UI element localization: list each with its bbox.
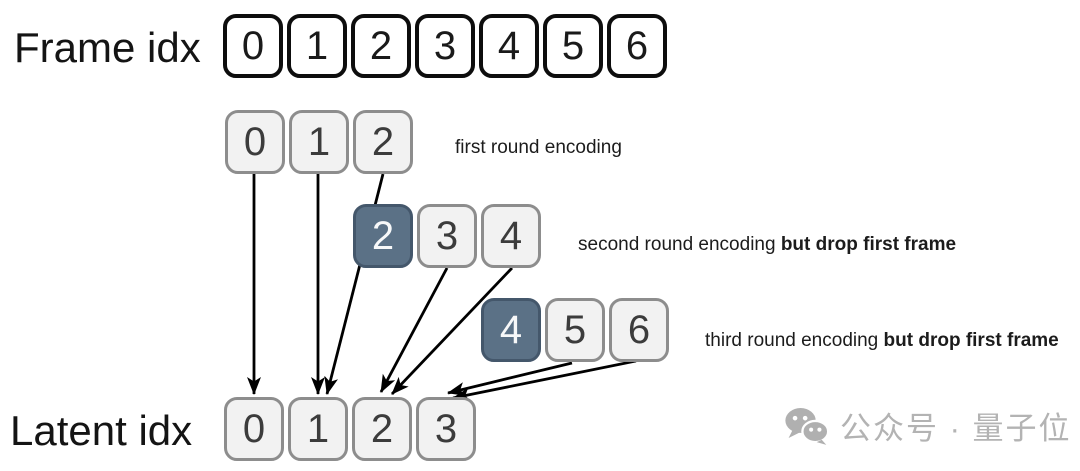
round-2-caption-bold: but drop first frame xyxy=(780,234,957,255)
latent-idx-row: 0 1 2 3 xyxy=(224,397,476,461)
frame-idx-label: Frame idx xyxy=(14,24,201,71)
round-1-box-0: 0 xyxy=(225,110,285,174)
frame-box-2: 2 xyxy=(351,14,411,78)
arrow-round2-frame-3-to-latent-2 xyxy=(379,267,449,393)
round-1-caption-normal: first round encoding xyxy=(455,137,622,158)
round-2-box-1: 3 xyxy=(417,204,477,268)
round-2-row: 2 3 4 xyxy=(353,204,541,268)
round-3-box-1: 5 xyxy=(545,298,605,362)
round-3-row: 4 5 6 xyxy=(481,298,669,362)
frame-box-1: 1 xyxy=(287,14,347,78)
frame-box-0: 0 xyxy=(223,14,283,78)
round-3-caption: third round encoding but drop first fram… xyxy=(705,330,1059,352)
latent-box-3: 3 xyxy=(416,397,476,461)
round-1-row: 0 1 2 xyxy=(225,110,413,174)
latent-box-2: 2 xyxy=(352,397,412,461)
frame-box-5: 5 xyxy=(543,14,603,78)
wechat-icon xyxy=(784,406,830,446)
round-3-caption-bold: but drop first frame xyxy=(883,330,1059,351)
round-1-caption: first round encoding xyxy=(455,137,622,159)
watermark: 公众号 · 量子位 xyxy=(784,403,1072,448)
frame-box-6: 6 xyxy=(607,14,667,78)
round-2-caption: second round encoding but drop first fra… xyxy=(578,234,956,256)
round-3-caption-normal: third round encoding xyxy=(705,330,884,351)
latent-box-1: 1 xyxy=(288,397,348,461)
round-2-caption-normal: second round encoding xyxy=(578,234,781,255)
round-1-box-2: 2 xyxy=(353,110,413,174)
frame-box-3: 3 xyxy=(415,14,475,78)
frame-idx-row: 0 1 2 3 4 5 6 xyxy=(223,14,667,78)
round-2-box-dropped: 2 xyxy=(353,204,413,268)
arrow-round2-frame-4-to-latent-2 xyxy=(390,267,514,395)
latent-box-0: 0 xyxy=(224,397,284,461)
round-3-box-2: 6 xyxy=(609,298,669,362)
frame-box-4: 4 xyxy=(479,14,539,78)
arrow-round3-frame-6-to-latent-3 xyxy=(452,359,637,402)
round-2-box-2: 4 xyxy=(481,204,541,268)
round-3-box-dropped: 4 xyxy=(481,298,541,362)
watermark-text: 公众号 · 量子位 xyxy=(840,411,1072,446)
latent-idx-label: Latent idx xyxy=(10,407,193,454)
round-1-box-1: 1 xyxy=(289,110,349,174)
